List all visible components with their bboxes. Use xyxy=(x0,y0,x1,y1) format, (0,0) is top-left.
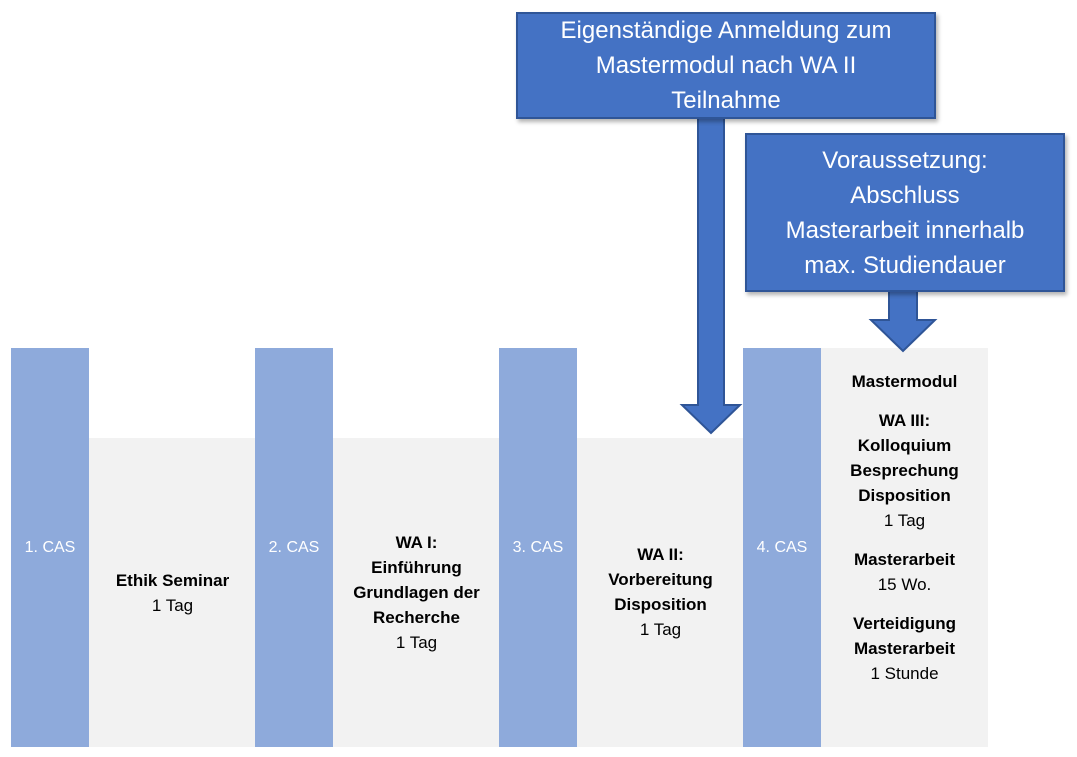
callout-voraussetzung-line: max. Studiendauer xyxy=(804,251,1006,279)
module-ethik-duration: 1 Tag xyxy=(151,596,194,615)
module-wa1-title-line: WA I: xyxy=(395,533,438,552)
module-wa2-title-line: WA II: xyxy=(637,545,684,564)
module-wa1-title-line: Recherche xyxy=(373,608,460,627)
master-defense-line: Masterarbeit xyxy=(853,639,956,658)
module-wa2-title-line: Vorbereitung xyxy=(608,570,713,589)
master-heading: Mastermodul xyxy=(851,372,958,391)
module-wa2: WA II: Vorbereitung Disposition 1 Tag xyxy=(577,542,744,642)
cas-2-column: 2. CAS xyxy=(255,348,333,747)
module-wa1: WA I: Einführung Grundlagen der Recherch… xyxy=(333,530,500,655)
callout-anmeldung: Eigenständige Anmeldung zum Mastermodul … xyxy=(516,12,936,119)
callout-voraussetzung: Voraussetzung: Abschluss Masterarbeit in… xyxy=(745,133,1065,292)
callout-voraussetzung-line: Abschluss xyxy=(850,181,960,209)
callout-voraussetzung-line: Voraussetzung: xyxy=(822,146,988,174)
master-defense-line: Verteidigung xyxy=(853,614,956,633)
master-wa3-line: Disposition xyxy=(858,486,951,505)
module-master: Mastermodul WA III: Kolloquium Besprechu… xyxy=(821,369,988,686)
module-panel-master xyxy=(821,348,988,747)
module-wa1-duration: 1 Tag xyxy=(395,633,438,652)
module-panel-wa1 xyxy=(333,438,500,747)
callout-anmeldung-line: Teilnahme xyxy=(671,87,781,114)
module-wa1-title-line: Einführung xyxy=(371,558,462,577)
callout-voraussetzung-line: Masterarbeit innerhalb xyxy=(785,216,1025,244)
master-arbeit-title: Masterarbeit xyxy=(853,550,956,569)
cas-1-label: 1. CAS xyxy=(24,538,76,556)
master-wa3-line: Besprechung xyxy=(850,461,959,480)
cas-3-column: 3. CAS xyxy=(499,348,577,747)
module-ethik: Ethik Seminar 1 Tag xyxy=(89,568,256,618)
callout-anmeldung-line: Eigenständige Anmeldung zum xyxy=(560,17,892,44)
master-wa3-duration: 1 Tag xyxy=(883,511,926,530)
module-panel-wa2 xyxy=(577,438,744,747)
cas-2-label: 2. CAS xyxy=(268,538,320,556)
cas-4-label: 4. CAS xyxy=(756,538,808,556)
callout-anmeldung-line: Mastermodul nach WA II xyxy=(595,52,857,79)
cas-3-label: 3. CAS xyxy=(512,538,564,556)
master-wa3-line: WA III: xyxy=(878,411,931,430)
module-panel-ethik xyxy=(89,438,256,747)
module-ethik-title: Ethik Seminar xyxy=(115,571,230,590)
module-wa2-title-line: Disposition xyxy=(614,595,707,614)
master-wa3-line: Kolloquium xyxy=(857,436,952,455)
module-wa1-title-line: Grundlagen der xyxy=(353,583,480,602)
cas-4-column: 4. CAS xyxy=(743,348,821,747)
master-defense-duration: 1 Stunde xyxy=(870,664,939,683)
cas-1-column: 1. CAS xyxy=(11,348,89,747)
module-wa2-duration: 1 Tag xyxy=(639,620,682,639)
anmeldung-arrow xyxy=(679,114,743,435)
master-arbeit-duration: 15 Wo. xyxy=(877,575,932,594)
voraussetzung-arrow xyxy=(868,287,938,353)
